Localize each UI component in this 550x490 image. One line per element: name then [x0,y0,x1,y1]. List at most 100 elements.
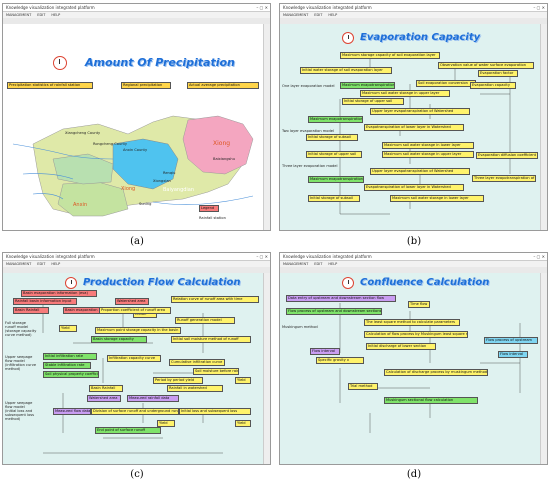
node-b-1[interactable]: Observation value of water surface evapo… [438,62,534,69]
menu-management[interactable]: MANAGEMENT [6,262,32,266]
node-b-13[interactable]: Maximum soil water storage in lower laye… [382,142,474,149]
window-titlebar: Knowledge visualization integrated platf… [280,253,547,261]
node-d-12[interactable]: Trial method [348,383,378,390]
menu-management[interactable]: MANAGEMENT [6,13,32,17]
menu-help[interactable]: HELP [51,262,61,266]
node-c-31[interactable]: Yield [235,420,251,427]
node-d-9[interactable]: Flow interval [498,351,528,358]
button-station-precip[interactable]: Precipitation statistics of rainfall sta… [7,82,93,89]
node-b-0[interactable]: Maximum storage capacity of soil evapora… [340,52,440,59]
menu-management[interactable]: MANAGEMENT [283,262,309,266]
menu-edit[interactable]: EDIT [37,13,46,17]
node-b-5[interactable]: Evaporation capacity [470,82,516,89]
node-c-30[interactable]: Yield [157,420,175,427]
node-d-7[interactable]: Flow interval [310,348,340,355]
node-c-26[interactable]: Measured rainfall data [127,395,179,402]
node-c-19[interactable]: Soil moisture before rain [193,368,239,375]
legend-button[interactable]: Legend [199,205,219,212]
node-b-11[interactable]: Evapotranspiration of lower layer in Wat… [364,124,464,131]
menu-edit[interactable]: EDIT [37,262,46,266]
node-c-4[interactable]: Basin Rainfall [13,307,49,314]
node-c-22[interactable]: Yield [235,377,251,384]
node-d-3[interactable]: The least square method to calculate par… [364,319,460,326]
scrollbar[interactable] [263,273,270,464]
node-b-2[interactable]: Initial water storage of soil evaporatio… [300,67,392,74]
node-c-17[interactable]: Stable infiltration rate [43,362,91,369]
node-c-18[interactable]: Cumulative infiltration curve [169,359,225,366]
caption-d: (d) [406,469,422,480]
node-c-20[interactable]: Soil physical property coefficient [43,371,99,378]
node-c-5[interactable]: Basin evaporation [63,307,103,314]
node-b-16[interactable]: Evaporation diffusion coefficient [476,152,538,159]
menu-help[interactable]: HELP [51,13,61,17]
window-controls[interactable]: – ▢ ✕ [256,254,268,259]
node-d-8[interactable]: Initial discharge of lower section [366,343,436,350]
menu-help[interactable]: HELP [328,262,338,266]
node-c-8[interactable]: Runoff generation model [175,317,235,324]
node-c-2[interactable]: Watershed area [115,298,149,305]
panel-precipitation: Knowledge visualization integrated platf… [2,3,271,231]
label-upper-seepage-2: Upper seepage flow model (initial loss a… [5,401,35,421]
node-c-9[interactable]: Proportion coefficient of runoff area [99,307,171,314]
node-d-2[interactable]: Time flow [408,301,430,308]
node-d-1[interactable]: Flow process of upstream and downstream … [286,308,382,315]
page-title: Confluence Calculation [360,277,490,288]
node-d-0[interactable]: Data entry of upstream and downstream se… [286,295,396,302]
node-b-9[interactable]: Upper layer evapotranspiration of Waters… [370,108,470,115]
node-c-15[interactable]: Initial infiltration rate [43,353,97,360]
node-b-4[interactable]: Soil evaporation conversion [416,80,476,87]
menu-edit[interactable]: EDIT [314,13,323,17]
node-c-24[interactable]: Rainfall in watershed [167,385,223,392]
window-title: Knowledge visualization integrated platf… [6,5,95,10]
node-b-15[interactable]: Maximum soil water storage in upper laye… [382,151,474,158]
node-c-28[interactable]: Division of surface runoff and undergrou… [91,408,179,415]
node-b-12[interactable]: Initial storage of subsoil [306,134,358,141]
scrollbar[interactable] [540,273,547,464]
node-b-10[interactable]: Maximum evapotranspiration [308,116,363,123]
node-c-29[interactable]: Initial loss and subsequent loss [179,408,251,415]
window-controls[interactable]: – ▢ ✕ [533,254,545,259]
label-two-layer: Two layer evaporation model [282,129,334,133]
map-label-baiyangdian: Baiyangdian [163,187,195,193]
node-b-18[interactable]: Maximum evapotranspiration [308,176,364,183]
scrollbar[interactable] [540,24,547,230]
node-d-5[interactable]: Calculation of flow process by Muskingum… [364,331,468,338]
menu-management[interactable]: MANAGEMENT [283,13,309,17]
node-b-21[interactable]: Initial storage of subsoil [308,195,360,202]
window-controls[interactable]: – ▢ ✕ [256,5,268,10]
node-b-17[interactable]: Upper layer evapotranspiration of Waters… [370,168,470,175]
node-c-11[interactable]: Maximum point storage capacity in the ba… [95,327,181,334]
node-b-19[interactable]: Three layer evapotranspiration of Waters… [472,175,536,182]
node-c-14[interactable]: Initial soil moisture method of runoff [171,336,251,343]
scrollbar[interactable] [263,24,270,230]
label-one-layer: One layer evaporation model [282,84,335,88]
window-title: Knowledge visualization integrated platf… [6,254,95,259]
node-b-7[interactable]: Maximum soil water storage in upper laye… [360,90,450,97]
node-d-10[interactable]: Calculation of discharge process by musk… [384,369,488,376]
node-c-32[interactable]: End point of surface runoff [95,427,161,434]
node-b-22[interactable]: Maximum soil water storage in lower laye… [390,195,484,202]
node-d-11[interactable]: Specific gravity x [316,357,364,364]
node-d-6[interactable]: Flow process of upstream [484,337,538,344]
node-c-1[interactable]: Rainfall basin information input [13,298,77,305]
node-b-3[interactable]: Evaporation factor [478,70,518,77]
node-c-16[interactable]: Infiltration capacity curve [107,355,161,362]
menu-help[interactable]: HELP [328,13,338,17]
node-c-25[interactable]: Watershed area [87,395,121,402]
node-c-0[interactable]: Basin evaporation information (eva) [21,290,97,297]
window-controls[interactable]: – ▢ ✕ [533,5,545,10]
node-c-10[interactable]: Yield [59,325,77,332]
node-b-14[interactable]: Initial storage of upper soil [306,151,362,158]
node-c-27[interactable]: Measured flow data [53,408,91,415]
node-b-20[interactable]: Evapotranspiration of lower layer in Wat… [364,184,464,191]
node-c-23[interactable]: Basin Rainfall [89,385,123,392]
button-regional-precip[interactable]: Regional precipitation [121,82,171,89]
node-c-21[interactable]: Period by period yield [153,377,203,384]
node-d-13[interactable]: Muskingum sectional flow calculation [384,397,478,404]
node-b-8[interactable]: Initial storage of upper soil [342,98,404,105]
node-b-6[interactable]: Maximum evapotranspiration [340,82,395,89]
menu-edit[interactable]: EDIT [314,262,323,266]
node-c-13[interactable]: Basin storage capacity [91,336,147,343]
node-c-3[interactable]: Relation curve of runoff area with time [171,296,259,303]
button-actual-avg-precip[interactable]: Actual average precipitation [187,82,259,89]
